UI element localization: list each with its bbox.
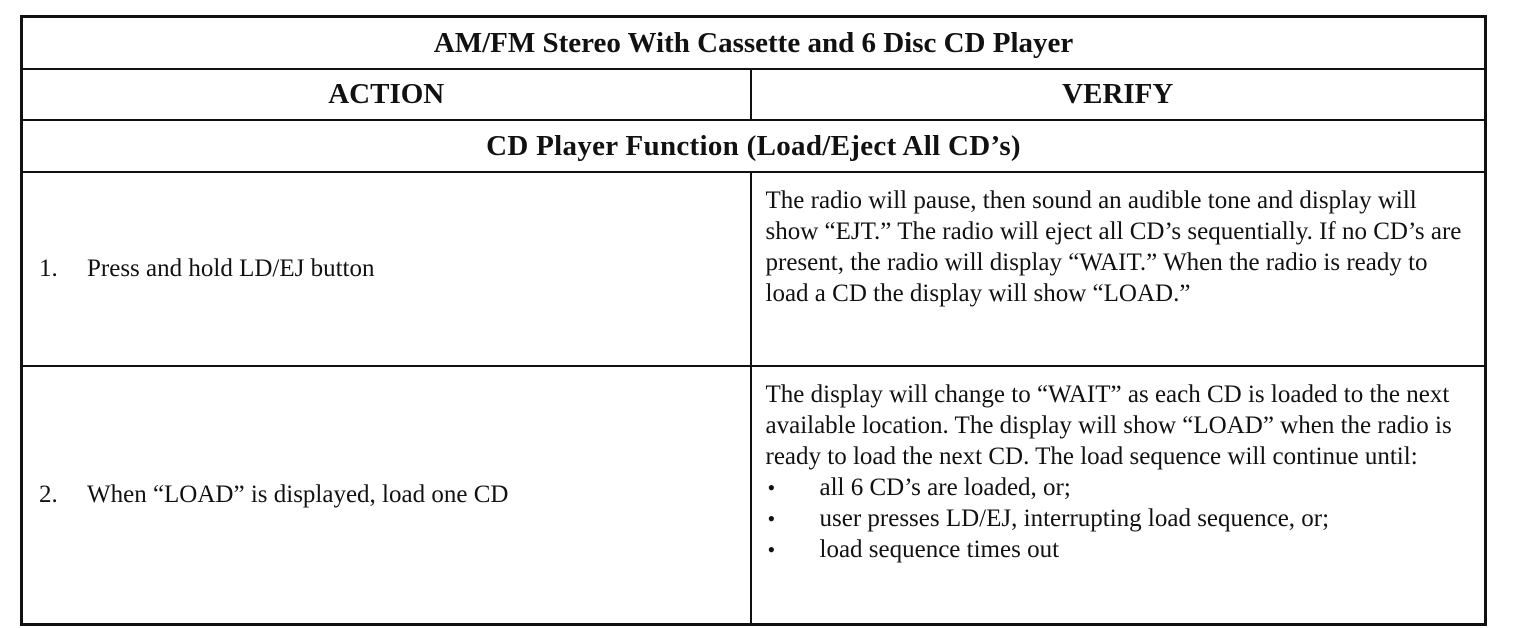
action-cell: 1. Press and hold LD/EJ button: [20, 171, 752, 367]
verify-text: The radio will pause, then sound an audi…: [765, 187, 1462, 307]
bullet-icon: •: [767, 506, 776, 531]
bullet-text: user presses LD/EJ, interrupting load se…: [819, 505, 1330, 532]
bullet-icon: •: [767, 475, 776, 500]
list-item: • user presses LD/EJ, interrupting load s…: [766, 503, 1475, 534]
bullet-list: • all 6 CD’s are loaded, or; • user presse…: [766, 472, 1475, 565]
action-text: Press and hold LD/EJ button: [87, 255, 375, 282]
verify-text: The display will change to “WAIT” as eac…: [765, 381, 1452, 470]
table-row: 1. Press and hold LD/EJ button The radio …: [20, 171, 1487, 367]
verify-header: VERIFY: [749, 68, 1487, 121]
action-cell: 2. When “LOAD” is displayed, load one CD: [20, 365, 752, 626]
procedure-table: AM/FM Stereo With Cassette and 6 Disc CD…: [20, 15, 1488, 626]
list-item: • load sequence times out: [766, 534, 1475, 565]
bullet-icon: •: [767, 537, 776, 562]
bullet-text: load sequence times out: [819, 536, 1060, 563]
verify-cell: The radio will pause, then sound an audi…: [749, 171, 1487, 367]
section-title: CD Player Function (Load/Eject All CD’s): [20, 119, 1487, 173]
verify-cell: The display will change to “WAIT” as eac…: [749, 365, 1487, 626]
column-header-row: ACTION VERIFY: [20, 68, 1487, 121]
table-row: 2.When “LOAD” is displayed, load one CD …: [20, 365, 1487, 626]
title-row: AM/FM Stereo With Cassette and 6 Disc CD…: [20, 15, 1487, 70]
list-item: • all 6 CD’s are loaded, or;: [766, 472, 1475, 503]
step-number: 1.: [39, 255, 58, 282]
action-text: When “LOAD” is displayed, load one CD: [87, 481, 509, 508]
table-title: AM/FM Stereo With Cassette and 6 Disc CD…: [20, 15, 1487, 70]
step-number: 2.: [39, 481, 58, 508]
bullet-text: all 6 CD’s are loaded, or;: [819, 474, 1071, 501]
section-row: CD Player Function (Load/Eject All CD’s): [20, 119, 1487, 173]
action-header: ACTION: [20, 68, 752, 121]
